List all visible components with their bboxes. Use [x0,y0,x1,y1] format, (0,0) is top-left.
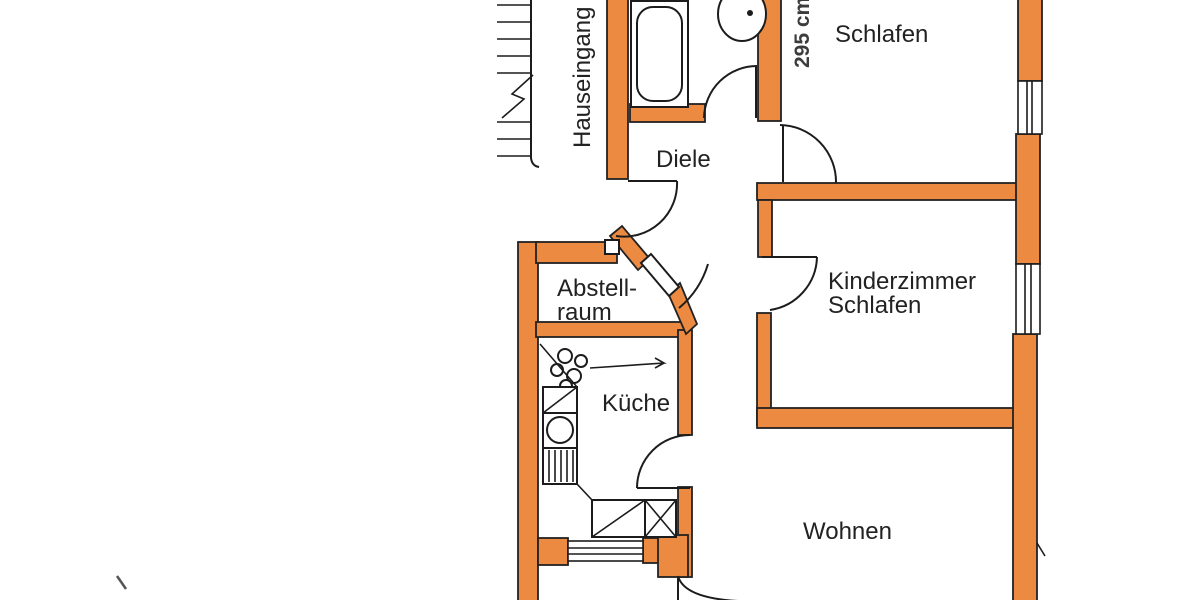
kitchen-cabinets [591,499,677,538]
wall-segment [1015,133,1041,265]
room-label-schlafen: Schlafen [835,21,928,48]
staircase-icon [497,0,540,168]
door-swing-wohnen [677,575,739,600]
door-swing-kinderzimmer [762,256,818,311]
stray-mark [115,575,128,590]
room-label-hauseingang: Hauseingang [569,7,596,148]
wall-segment [537,537,569,566]
bathtub-icon [630,0,689,108]
wall-segment [1012,333,1038,600]
door-abstellraum [604,239,709,309]
washbasin-icon [717,0,767,42]
room-label-kinderzimmer-line2: Schlafen [828,292,921,319]
wall-segment [757,199,773,258]
wall-segment [1017,0,1043,82]
door-swing-kueche [636,434,691,489]
room-label-kinderzimmer-line1: Kinderzimmer [828,268,976,295]
room-label-diele: Diele [656,146,711,173]
window-kueche [567,540,644,562]
door-swing-entry [615,180,679,238]
wall-segment [517,241,539,600]
room-label-abstellraum-line2: raum [557,299,612,326]
stove-burners-icon [550,348,588,393]
room-label-abstellraum-line1: Abstell- [557,275,637,302]
door-swing-bad [703,65,758,119]
door-swing-schlafen [779,124,838,184]
wall-segment [657,534,689,578]
wall-segment [756,407,1016,429]
wall-segment [757,0,782,122]
window-kinderzimmer [1015,263,1041,335]
walls [517,0,1043,600]
stray-mark [1036,542,1046,557]
kitchen-counter [539,343,667,501]
wall-segment [606,0,629,180]
wall-segment [756,182,1019,201]
window-schlafen [1017,80,1043,135]
room-label-kueche: Küche [602,390,670,417]
room-label-wohnen: Wohnen [803,518,892,545]
dimension-label: 295 cm [791,0,814,68]
wall-segment [677,329,693,436]
